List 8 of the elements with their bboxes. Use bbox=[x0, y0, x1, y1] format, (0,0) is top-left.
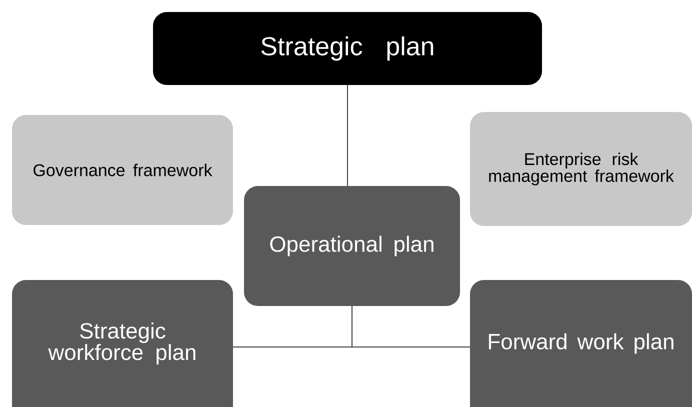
connector-line bbox=[352, 306, 470, 348]
plan-box: Enterprise risk management framework bbox=[470, 112, 692, 226]
plan-box: Strategic workforce plan bbox=[12, 280, 233, 407]
plan-box: Governance framework bbox=[12, 115, 233, 225]
connector-line bbox=[347, 84, 348, 186]
plan-box: Operational plan bbox=[244, 186, 460, 306]
plan-box: Strategic plan bbox=[153, 12, 542, 85]
plan-box: Forward work plan bbox=[470, 280, 692, 407]
